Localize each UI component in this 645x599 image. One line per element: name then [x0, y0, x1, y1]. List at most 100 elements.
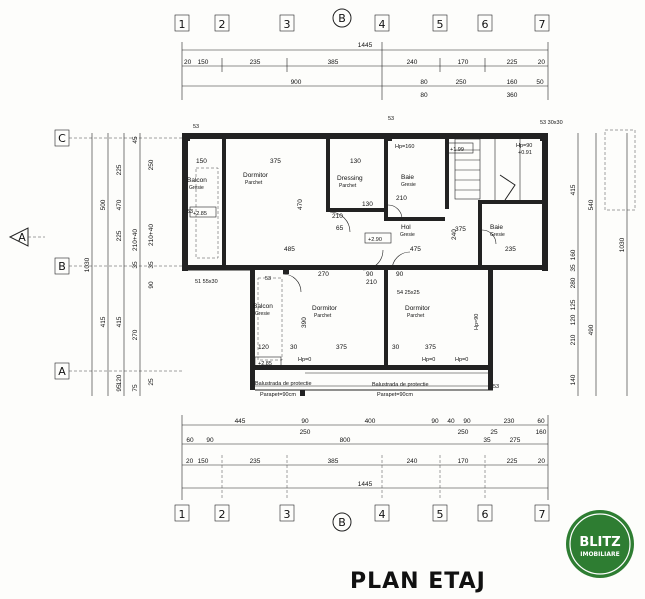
marker-53-col: 53 30x30	[540, 120, 563, 126]
room-baie-2: Baie Gresie	[490, 224, 505, 238]
axis-top-5: 5	[437, 18, 444, 31]
svg-text:Balcon: Balcon	[253, 303, 273, 310]
dim-left-x-1: 35	[132, 261, 139, 269]
dim-left-in-3: 415	[116, 316, 123, 327]
dim-left-x-3: 270	[132, 329, 139, 340]
dim-right-x-1: 280	[570, 277, 577, 288]
svg-text:Dormitor: Dormitor	[312, 305, 338, 312]
level-091: +0.91	[518, 150, 532, 156]
section-marker-a: A	[18, 231, 26, 244]
dim-dorm1-b: 485	[284, 246, 295, 253]
svg-text:Gresie: Gresie	[490, 232, 505, 238]
axis-top-1: 1	[179, 18, 186, 31]
dim-dorm1-w: 375	[270, 158, 281, 165]
dim-balcon1-w: 150	[196, 158, 207, 165]
dim-bot-r3-7: 20	[538, 458, 546, 465]
dim-bot-r1s-2: 25	[490, 429, 498, 436]
rooms: Balcon Gresie Dormitor Parchet Dressing …	[187, 172, 505, 319]
dim-left-x-2: 210+40	[132, 229, 139, 251]
axis-top-6: 6	[482, 18, 489, 31]
axis-bot-7: 7	[539, 508, 546, 521]
dim-90b: 90	[396, 271, 404, 278]
dim-balcon2-w: 120	[258, 344, 269, 351]
axis-bot-3: 3	[284, 508, 291, 521]
axis-top-b: B	[338, 12, 346, 25]
axis-bot-1: 1	[179, 508, 186, 521]
dim-top-r1-3: 385	[328, 59, 339, 66]
marker-53-b: 53	[388, 116, 394, 122]
interior-dimensions: 150 375 470 485 130 210 130 475 240 235 …	[196, 158, 516, 351]
dim-bot-r1s-1: 250	[458, 429, 469, 436]
dim-dress-w: 130	[350, 158, 361, 165]
plan-title: PLAN ETAJ	[350, 569, 486, 594]
dim-210b: 210	[396, 195, 407, 202]
axis-left-c: C	[58, 132, 66, 145]
dim-bot-r1-3: 90	[431, 418, 439, 425]
svg-text:Balcon: Balcon	[187, 177, 207, 184]
dim-bot-r2-1: 90	[206, 437, 214, 444]
dim-bot-r3-6: 225	[507, 458, 518, 465]
dim-top-r2-2: 250	[456, 79, 467, 86]
dim-left-x-6: 75	[132, 384, 139, 392]
level-285-b: +2.85	[258, 361, 272, 367]
dim-top-r1-2: 235	[250, 59, 261, 66]
note-parapet-1: Parapet=90cm	[260, 392, 296, 398]
bottom-dimensions: 445 90 400 90 40 90 230 60 250 250 25 16…	[181, 415, 549, 500]
dim-left-x-5: 95	[116, 384, 123, 392]
dim-dress-w2: 210	[332, 213, 343, 220]
dim-right-outer: 1030	[619, 237, 626, 252]
svg-text:Parchet: Parchet	[245, 180, 263, 186]
dim-90a: 90	[366, 271, 374, 278]
right-dimensions: 415 540 490 1030 160 125 210 140 35 280 …	[570, 129, 636, 396]
note-balustrada-1: Balustrada de protectie	[255, 381, 312, 387]
dim-right-in-0: 160	[570, 249, 577, 260]
axis-top-3: 3	[284, 18, 291, 31]
dim-270: 270	[318, 271, 329, 278]
dim-top-r2-4: 50	[536, 79, 544, 86]
svg-text:Baie: Baie	[401, 174, 414, 181]
building-walls	[182, 133, 548, 396]
left-axis-column: C B A A	[8, 129, 182, 380]
dim-left-in-0: 225	[116, 164, 123, 175]
dim-top-r1-4: 240	[407, 59, 418, 66]
note-parapet-2: Parapet=90cm	[377, 392, 413, 398]
dim-bot-r1s-0: 250	[300, 429, 311, 436]
room-hol: Hol Gresie	[400, 224, 415, 238]
dim-bot-r1-6: 230	[504, 418, 515, 425]
bottom-axis-row: 1 2 3 B 4 5 6 7	[174, 504, 550, 532]
logo-sub-text: IMOBILIARE	[580, 551, 620, 558]
svg-text:Dormitor: Dormitor	[243, 172, 269, 179]
logo-main-text: BLITZ	[579, 535, 620, 550]
left-dimensions: 1030 500 415 225 470 225 415 120 45 35 2…	[84, 133, 155, 396]
dim-top-r2-0: 900	[291, 79, 302, 86]
dim-bot-r3-3: 385	[328, 458, 339, 465]
dim-210a: 210	[366, 279, 377, 286]
top-axis-row: 1 2 3 B 4 5 6 7	[174, 8, 550, 32]
dim-bot-r2-4: 275	[510, 437, 521, 444]
dim-left-mid-1: 415	[100, 316, 107, 327]
dim-left-outer: 1030	[84, 257, 91, 272]
dim-left-x-8: 35	[148, 261, 155, 269]
level-290: +2.90	[368, 237, 382, 243]
svg-text:Gresie: Gresie	[400, 232, 415, 238]
dim-bot-total: 1445	[358, 481, 373, 488]
dim-top-r1-1: 150	[198, 59, 209, 66]
axis-bot-6: 6	[482, 508, 489, 521]
dim-bot-r1-5: 90	[463, 418, 471, 425]
hp-0-b: Hp=0	[422, 357, 435, 363]
room-balcon-2: Balcon Gresie	[253, 303, 273, 317]
level-markers: 53 53 53 30x30 53 53 53 51 55x30 54 25x2…	[187, 116, 563, 390]
hp-90-b: Hp=90	[474, 314, 480, 330]
marker-54: 54 25x25	[397, 290, 420, 296]
axis-top-7: 7	[539, 18, 546, 31]
marker-51: 51 55x30	[195, 279, 218, 285]
dim-bot-r1-4: 40	[447, 418, 455, 425]
svg-text:Baie: Baie	[490, 224, 503, 231]
dim-hol-h: 240	[451, 229, 458, 240]
dim-bot-r1-7: 60	[537, 418, 545, 425]
hp-90-a: Hp=90	[516, 143, 532, 149]
dim-top-total: 1445	[358, 42, 373, 49]
dim-left-in-2: 225	[116, 230, 123, 241]
dim-right-in-2: 210	[570, 334, 577, 345]
